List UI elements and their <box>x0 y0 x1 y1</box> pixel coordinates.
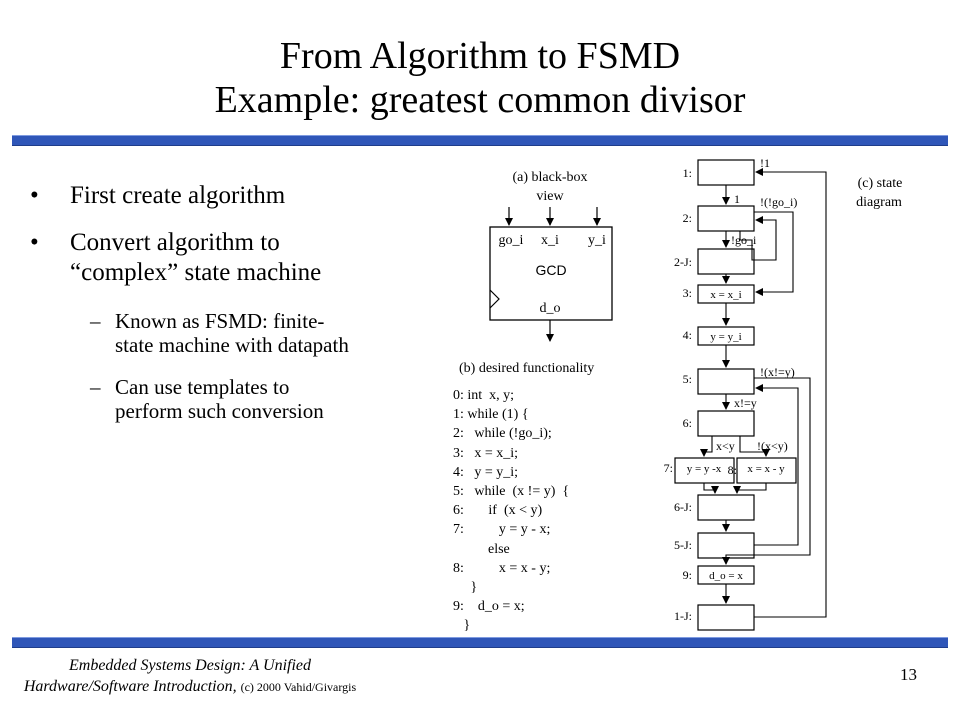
state-box-6j <box>697 494 755 521</box>
subbullet-text-line-2: perform such conversion <box>115 399 324 423</box>
bullet-text-line-2: “complex” state machine <box>70 259 322 286</box>
state-diagram-caption: (c) state <box>858 176 903 191</box>
title-divider-bar <box>12 135 948 146</box>
edge-6-7 <box>700 436 713 457</box>
state-label-2: 2: <box>683 211 692 225</box>
edge-2-3 <box>754 211 794 296</box>
code-line: 0: int x, y; <box>453 388 515 403</box>
code-line: 6: if (x < y) <box>453 503 543 519</box>
edge-1j-1-loop <box>754 168 827 618</box>
subbullet-text-line-1: Can use templates to <box>115 375 290 399</box>
edge-label-not-x-neq-y: !(x!=y) <box>760 365 795 379</box>
gcd-block <box>489 226 613 321</box>
state-label-5: 5: <box>683 372 692 386</box>
action-y-minus-x: y = y -x <box>687 463 722 475</box>
edge-label-not-1: !1 <box>760 156 770 170</box>
subbullet-dash: – <box>90 375 101 399</box>
state-box-6 <box>697 410 755 437</box>
state-label-7: 7: <box>664 461 673 475</box>
state-box-1 <box>697 159 755 186</box>
code-line: else <box>453 541 510 557</box>
code-line: 2: while (!go_i); <box>453 426 552 442</box>
black-box-view: (a) black-box view go_i x_i y_i GCD d_o <box>489 170 613 342</box>
code-line: } <box>453 580 478 596</box>
state-box-1j <box>697 604 755 631</box>
footer-book-title: Embedded Systems Design: A Unified <box>68 657 312 674</box>
edge-5-9-exit <box>722 377 811 565</box>
state-label-1j: 1-J: <box>674 609 692 623</box>
state-label-6j: 6-J: <box>674 500 692 514</box>
clock-input-icon <box>489 289 500 309</box>
state-label-5j: 5-J: <box>674 538 692 552</box>
state-box-5 <box>697 368 755 395</box>
edge-label-1: 1 <box>734 192 740 206</box>
code-line: 9: d_o = x; <box>453 599 525 615</box>
edge-label-not-not-go-i: !(!go_i) <box>760 195 797 209</box>
gcd-algorithm-code: 0: int x, y; 1: while (1) { 2: while (!g… <box>453 386 569 636</box>
input-y-i: y_i <box>588 233 606 248</box>
state-box-2j <box>697 248 755 275</box>
bullet-text-line-1: Convert algorithm to <box>70 229 280 256</box>
state-box-2 <box>697 205 755 232</box>
state-box-8 <box>736 457 797 484</box>
page-number: 13 <box>900 665 917 684</box>
bullet-text: First create algorithm <box>70 182 286 209</box>
subbullet-text-line-2: state machine with datapath <box>115 333 349 357</box>
edge-5j-5-loop <box>754 384 799 546</box>
code-line: 8: x = x - y; <box>453 560 551 576</box>
action-x-eq-xi: x = x_i <box>710 289 741 301</box>
functionality-caption: (b) desired functionality <box>459 361 594 376</box>
edge-label-x-neq-y: x!=y <box>734 396 757 410</box>
subbullet-dash: – <box>90 309 101 333</box>
bullet-dot: • <box>30 182 39 209</box>
footer-divider-bar <box>12 637 948 648</box>
footer-subtitle-text: Hardware/Software Introduction, <box>23 678 237 695</box>
state-label-9: 9: <box>683 568 692 582</box>
input-go-i: go_i <box>499 233 524 248</box>
edge-label-not-go-i: !go_i <box>731 233 757 247</box>
footer-book-subtitle: Hardware/Software Introduction, (c) 2000… <box>0 678 380 696</box>
footer-copyright: (c) 2000 Vahid/Givargis <box>240 680 357 694</box>
code-line: 3: x = x_i; <box>453 445 519 461</box>
edge-label-not-x-lt-y: !(x<y) <box>757 439 788 453</box>
state-diagram: (c) state diagram <box>664 156 903 631</box>
action-d-o-eq-x: d_o = x <box>709 570 743 582</box>
edge-label-x-lt-y: x<y <box>716 439 735 453</box>
slide-title-line-2: Example: greatest common divisor <box>214 79 746 121</box>
gcd-label: GCD <box>535 262 566 278</box>
bullet-dot: • <box>30 229 39 256</box>
state-box-7 <box>674 457 735 484</box>
black-box-caption: (a) black-box <box>512 170 587 185</box>
state-label-2j: 2-J: <box>674 255 692 269</box>
state-label-3: 3: <box>683 286 692 300</box>
code-line: } <box>453 618 471 634</box>
code-line: 7: y = y - x; <box>453 522 551 538</box>
slide-title-line-1: From Algorithm to FSMD <box>279 35 681 77</box>
edge-7-6j <box>703 483 719 494</box>
black-box-caption-2: view <box>536 189 564 204</box>
code-line: 5: while (x != y) { <box>453 484 570 500</box>
edge-8-6j <box>733 483 767 494</box>
state-label-1: 1: <box>683 166 692 180</box>
edge-6-8 <box>739 436 770 457</box>
code-line: 4: y = y_i; <box>453 464 519 480</box>
code-line: 1: while (1) { <box>453 407 529 423</box>
state-box-5j <box>697 532 755 559</box>
state-label-8: 8: <box>728 463 737 477</box>
action-x-minus-y: x = x - y <box>747 463 785 475</box>
edge-2-self-loop <box>739 216 777 261</box>
input-x-i: x_i <box>541 233 559 248</box>
state-label-4: 4: <box>683 328 692 342</box>
output-d-o: d_o <box>540 301 561 316</box>
state-diagram-caption-2: diagram <box>856 195 902 210</box>
state-label-6: 6: <box>683 416 692 430</box>
action-y-eq-yi: y = y_i <box>710 331 741 343</box>
subbullet-text-line-1: Known as FSMD: finite- <box>115 309 325 333</box>
